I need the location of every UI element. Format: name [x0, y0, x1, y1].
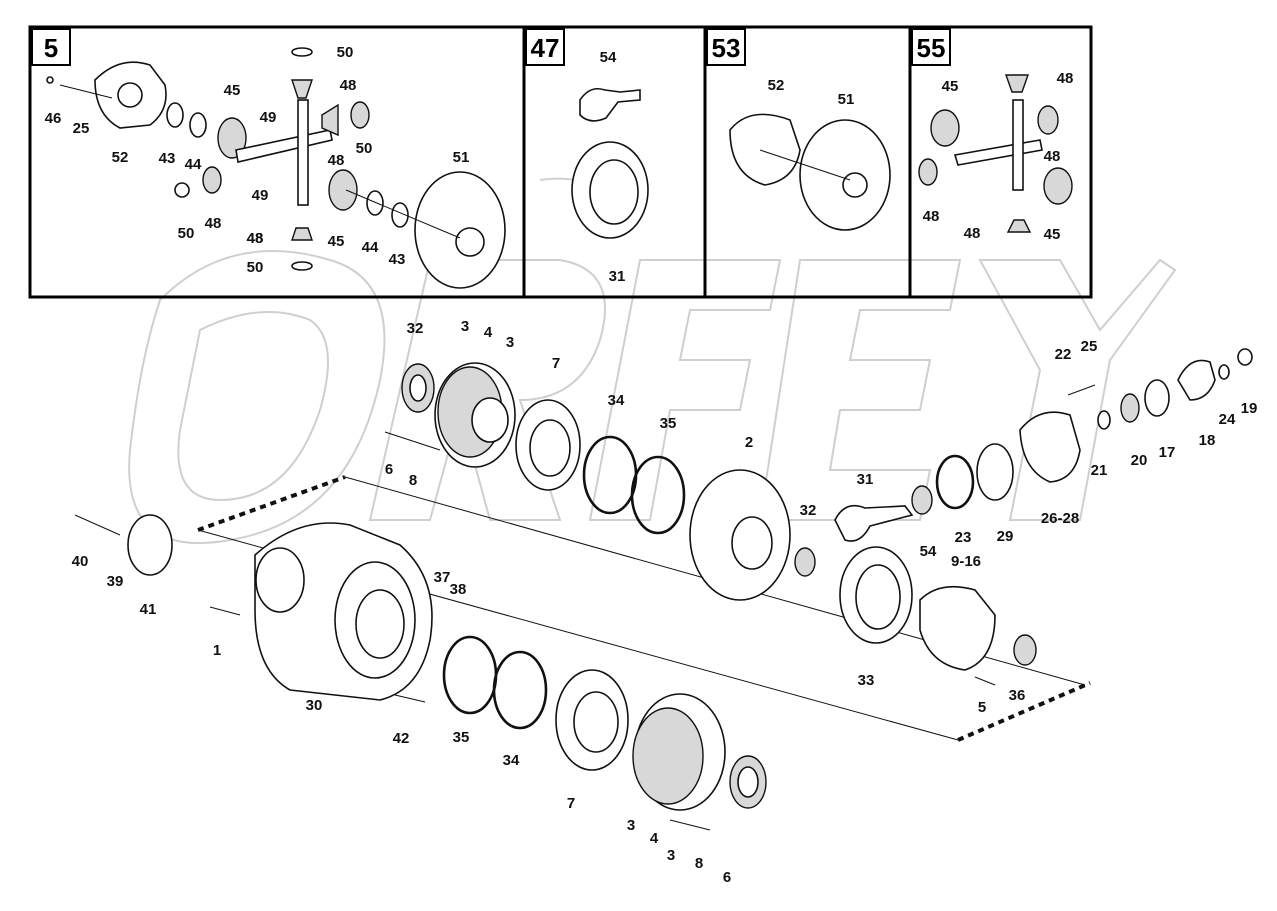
main-parts	[74, 348, 1253, 831]
part-number-label: 48	[340, 77, 357, 94]
panel-tabs: 5 47 53 55	[31, 28, 951, 66]
part-number-label: 29	[997, 528, 1014, 545]
part-number-label: 22	[1055, 346, 1072, 363]
part-number-label: 48	[1057, 70, 1074, 87]
part-number-label: 43	[159, 150, 176, 167]
panel-53-parts	[729, 113, 891, 231]
part-number-label: 35	[660, 415, 677, 432]
part-number-label: 23	[955, 529, 972, 546]
part-number-label: 21	[1091, 462, 1108, 479]
panel-53-label: 53	[712, 33, 741, 63]
part-number-label: 7	[552, 355, 560, 372]
part-number-label: 24	[1219, 411, 1236, 428]
part-number-label: 3	[627, 817, 635, 834]
part-number-label: 35	[453, 729, 470, 746]
part-number-label: 2	[745, 434, 753, 451]
part-number-label: 17	[1159, 444, 1176, 461]
part-number-label: 46	[45, 110, 62, 127]
part-number-label: 37	[434, 569, 451, 586]
part-number-label: 42	[393, 730, 410, 747]
part-number-label: 19	[1241, 400, 1258, 417]
part-number-label: 3	[461, 318, 469, 335]
part-number-label: 54	[600, 49, 617, 66]
part-number-label: 7	[567, 795, 575, 812]
part-number-label: 48	[1044, 148, 1061, 165]
part-number-label: 38	[450, 581, 467, 598]
watermark-logo	[128, 177, 1177, 545]
panel-5-parts	[46, 47, 506, 289]
part-number-label: 43	[389, 251, 406, 268]
part-number-label: 18	[1199, 432, 1216, 449]
part-number-label: 25	[1081, 338, 1098, 355]
part-number-label: 1	[213, 642, 221, 659]
part-number-label: 45	[328, 233, 345, 250]
part-number-label: 32	[800, 502, 817, 519]
part-number-label: 48	[247, 230, 264, 247]
part-number-label: 33	[858, 672, 875, 689]
part-number-label: 54	[920, 543, 937, 560]
part-number-label: 50	[178, 225, 195, 242]
part-number-label: 50	[337, 44, 354, 61]
part-number-label: 48	[923, 208, 940, 225]
part-number-label: 4	[650, 830, 659, 847]
panel-47-parts	[571, 87, 649, 239]
part-number-label: 34	[608, 392, 625, 409]
part-number-label: 3	[506, 334, 514, 351]
part-number-label: 8	[695, 855, 703, 872]
part-number-label: 48	[328, 152, 345, 169]
part-number-label: 45	[1044, 226, 1061, 243]
part-number-label: 6	[385, 461, 393, 478]
part-number-label: 4	[484, 324, 493, 341]
part-number-label: 48	[247, 230, 264, 247]
panel-5-label: 5	[44, 33, 58, 63]
part-number-label: 34	[503, 752, 520, 769]
part-number-label: 40	[72, 553, 89, 570]
part-number-label: 48	[205, 215, 222, 232]
part-number-label: 5	[978, 699, 986, 716]
part-number-label: 31	[609, 268, 626, 285]
part-number-label: 31	[857, 471, 874, 488]
part-number-label: 32	[407, 320, 424, 337]
panel-55-parts	[918, 74, 1073, 233]
part-number-label: 20	[1131, 452, 1148, 469]
part-number-label: 25	[73, 120, 90, 137]
part-number-label: 50	[356, 140, 373, 157]
part-number-label: 48	[964, 225, 981, 242]
part-number-label: 8	[409, 472, 417, 489]
part-number-label: 39	[107, 573, 124, 590]
part-number-label: 50	[247, 259, 264, 276]
part-number-label: 30	[306, 697, 323, 714]
part-number-label: 45	[942, 78, 959, 95]
part-number-label: 49	[260, 109, 277, 126]
part-number-label: 51	[838, 91, 855, 108]
dashed-boundary-top	[197, 475, 346, 532]
part-number-label: 6	[723, 869, 731, 886]
part-number-label: 44	[362, 239, 379, 256]
part-number-label: 52	[112, 149, 129, 166]
part-number-label: 9-16	[951, 553, 981, 570]
part-number-label: 51	[453, 149, 470, 166]
panel-55-label: 55	[917, 33, 946, 63]
part-number-label: 44	[185, 156, 202, 173]
panel-55-frame	[908, 25, 1093, 299]
part-number-label: 36	[1009, 687, 1026, 704]
part-number-label: 26-28	[1041, 510, 1079, 527]
panel-47-label: 47	[531, 33, 560, 63]
part-number-label: 3	[667, 847, 675, 864]
dashed-boundary-bottom	[957, 681, 1091, 742]
part-number-label: 49	[252, 187, 269, 204]
part-number-label: 45	[224, 82, 241, 99]
part-number-label: 52	[768, 77, 785, 94]
part-number-label: 41	[140, 601, 157, 618]
